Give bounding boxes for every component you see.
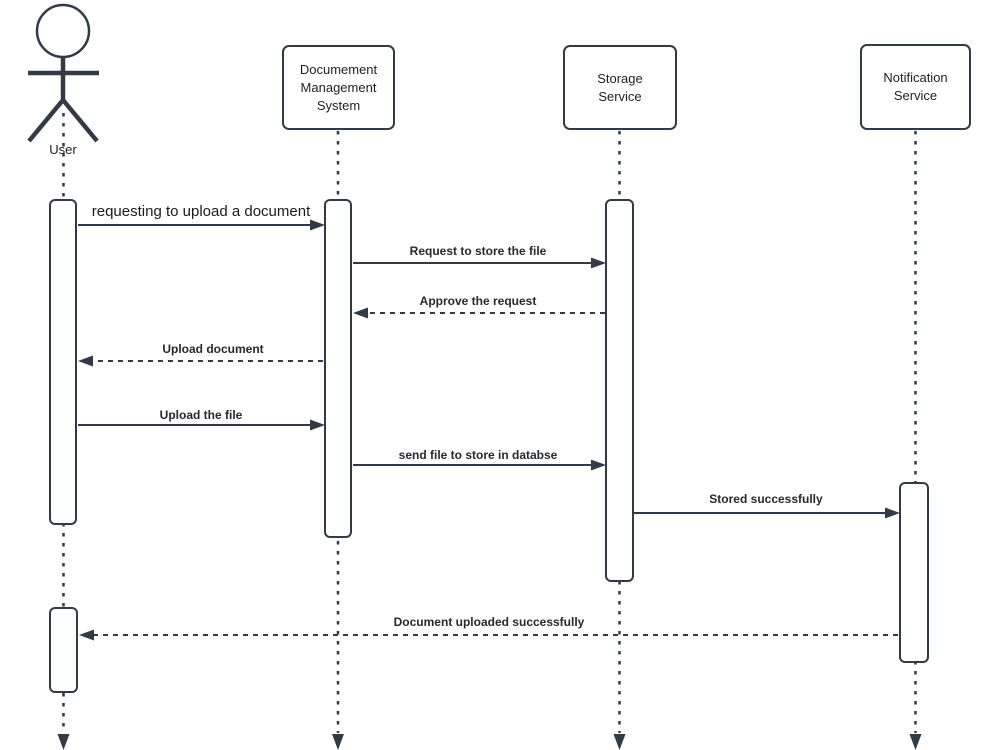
- actor-leg-left: [27, 98, 65, 143]
- actor-leg-right: [61, 98, 99, 143]
- message-label-3: Approve the request: [419, 294, 537, 308]
- message-label-8: Document uploaded successfully: [393, 615, 585, 629]
- message-label-4: Upload document: [162, 342, 264, 356]
- message-label-7: Stored successfully: [709, 492, 823, 506]
- activation-bar-user-1: [49, 199, 77, 525]
- participant-box-storage: Storage Service: [563, 45, 677, 130]
- lifeline-end-arrow-dms: [332, 734, 344, 750]
- lifeline-end-arrow-notification: [909, 734, 922, 750]
- message-label-1: requesting to upload a document: [91, 203, 311, 220]
- message-arrow-3: [353, 307, 605, 319]
- message-label-2: Request to store the file: [409, 244, 547, 258]
- participant-box-dms: Documement Management System: [282, 45, 395, 130]
- activation-bar-user-2: [49, 607, 78, 693]
- message-arrow-6: [353, 459, 606, 471]
- actor-label-user: User: [49, 142, 77, 157]
- actor-figure: [27, 3, 99, 143]
- participant-box-notification: Notification Service: [860, 44, 971, 130]
- activation-bar-dms: [324, 199, 352, 538]
- activation-bar-notification: [899, 482, 929, 663]
- lifeline-end-arrow-storage: [613, 734, 626, 750]
- participant-label-storage: Storage Service: [597, 70, 643, 104]
- message-arrow-7: [634, 507, 900, 519]
- message-arrow-8: [79, 629, 898, 641]
- participant-label-notification: Notification Service: [883, 70, 948, 103]
- participant-label-dms: Documement Management System: [299, 61, 378, 113]
- message-arrow-4: [78, 355, 323, 367]
- message-arrow-2: [353, 257, 606, 269]
- message-arrow-1: [78, 219, 325, 231]
- lifeline-end-arrow-user: [57, 734, 70, 750]
- message-label-5: Upload the file: [159, 408, 243, 422]
- activation-bar-storage: [605, 199, 634, 582]
- message-arrow-5: [78, 419, 325, 431]
- message-label-6: send file to store in databse: [398, 448, 558, 462]
